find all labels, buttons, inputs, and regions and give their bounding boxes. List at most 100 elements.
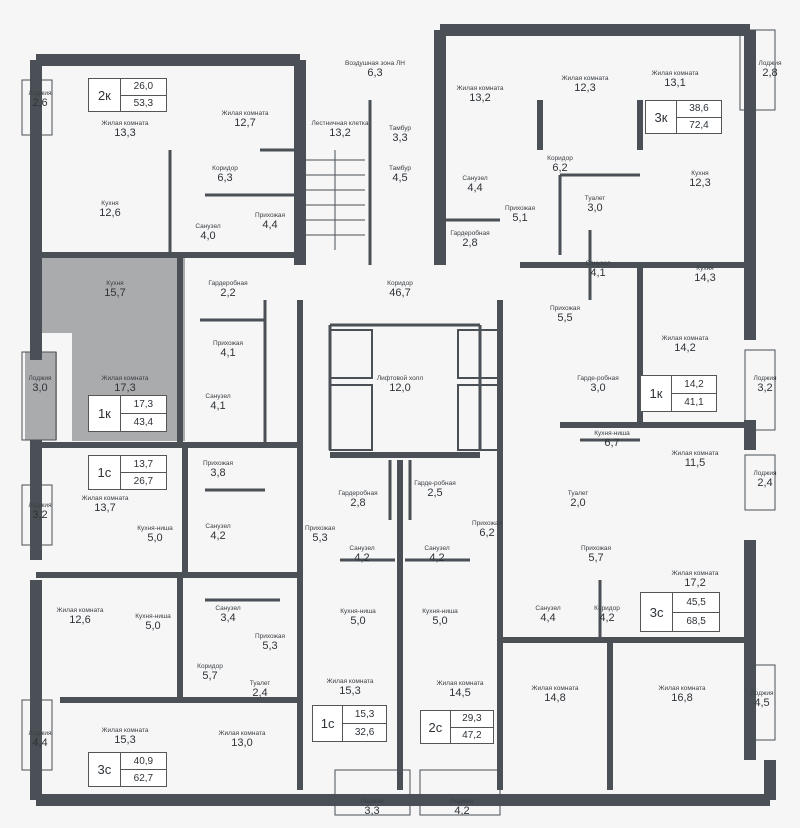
apartment-type: 1к [89, 396, 121, 431]
room-area: 4,2 [429, 552, 445, 565]
room-area: 3,4 [220, 612, 236, 625]
living-area: 38,6 [677, 101, 721, 118]
room-name: Санузел [205, 392, 231, 400]
room-name: Прихожая [549, 304, 581, 312]
room-area: 12,6 [99, 207, 121, 220]
living-area: 14,2 [672, 376, 716, 394]
wall-lines [21, 24, 776, 816]
room-area: 2,8 [762, 67, 778, 80]
room-name: Коридор [212, 164, 238, 172]
room-area: 4,4 [467, 182, 483, 195]
room-area: 4,1 [220, 347, 236, 360]
room-area: 2,8 [462, 237, 478, 250]
room-area: 3,0 [32, 382, 48, 395]
room-area: 15,3 [339, 685, 361, 698]
room-name: Санузел [349, 544, 375, 552]
room-area: 5,7 [588, 552, 604, 565]
room-name: Жилая комната [326, 677, 374, 685]
room-area: 4,0 [200, 230, 216, 243]
total-area: 32,6 [354, 727, 375, 738]
room-name: Туалет [584, 194, 606, 202]
total-area: 62,7 [133, 772, 154, 784]
room-area: 13,1 [664, 77, 686, 90]
highlighted-apartment-loggia [25, 352, 57, 440]
room-name: Жилая комната [101, 726, 149, 734]
room-area: 14,5 [449, 687, 471, 700]
room-name: Жилая комната [218, 729, 266, 737]
room-area: 4,2 [210, 530, 226, 543]
room-area: 16,8 [671, 692, 693, 705]
room-area: 3,0 [590, 382, 606, 395]
room-name: Жилая комната [671, 449, 719, 457]
room-name: Кухня-ниша [137, 524, 173, 532]
room-area: 6,7 [604, 437, 620, 450]
room-name: Жилая комната [671, 569, 719, 577]
room-name: Жилая комната [436, 679, 484, 687]
apartment-type: 1к [641, 376, 672, 411]
room-area: 14,2 [674, 342, 696, 355]
room-area: 5,5 [557, 312, 573, 325]
room-name: Прихожая [471, 519, 503, 527]
total-area: 41,1 [684, 397, 704, 408]
room-name: Санузел [585, 259, 611, 267]
room-area: 13,0 [231, 737, 253, 750]
room-area: 3,3 [392, 132, 408, 145]
room-area: 12,3 [689, 177, 711, 190]
room-area: 5,1 [512, 212, 528, 225]
apartment-type: 2к [89, 79, 121, 111]
room-name: Кухня-ниша [422, 607, 458, 615]
room-name: Санузел [535, 604, 561, 612]
room-area: 4,2 [454, 805, 470, 818]
room-name: Лестничная клетка [311, 119, 369, 127]
room-area: 17,3 [114, 382, 136, 395]
living-area: 45,5 [673, 593, 719, 613]
room-name: Коридор [197, 662, 223, 670]
room-name: Туалет [249, 679, 271, 687]
apartment-type: 3с [641, 593, 674, 631]
room-area: 6,3 [367, 67, 383, 80]
room-name: Жилая комната [661, 334, 709, 342]
apartment-type: 3к [646, 101, 677, 133]
room-name: Прихожая [504, 204, 536, 212]
total-area: 26,7 [133, 475, 154, 487]
room-area: 4,5 [392, 172, 408, 185]
room-name: Жилая комната [221, 109, 269, 117]
